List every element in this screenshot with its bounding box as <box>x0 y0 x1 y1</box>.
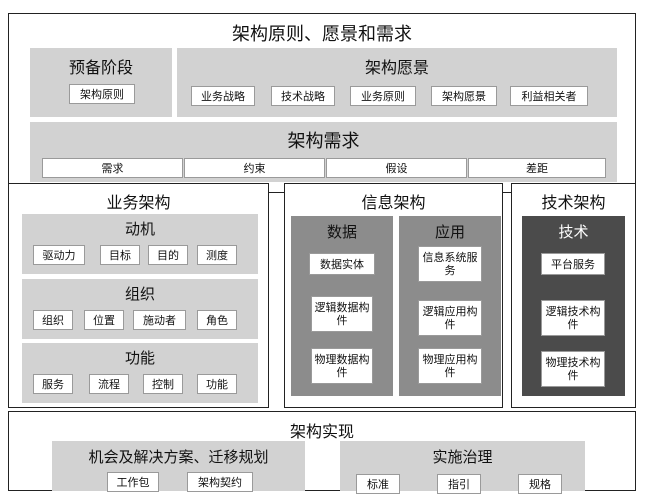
item-physical-data-component: 物理数据构件 <box>311 348 373 384</box>
application-panel: 应用 信息系统服务 逻辑应用构件 物理应用构件 <box>399 216 501 396</box>
technology-panel: 技术 平台服务 逻辑技术构件 物理技术构件 <box>522 216 625 396</box>
implementation-governance-panel: 实施治理 标准 指引 规格 <box>340 441 585 494</box>
technology-title: 技术 <box>558 223 589 241</box>
opportunities-migration-panel: 机会及解决方案、迁移规划 工作包 架构契约 <box>52 441 305 492</box>
item-business-principles: 业务原则 <box>350 86 416 106</box>
data-title: 数据 <box>326 223 357 241</box>
item-location: 位置 <box>84 310 124 330</box>
motivation-panel: 动机 驱动力 目标 目的 测度 <box>22 214 258 274</box>
function-panel: 功能 服务 流程 控制 功能 <box>22 343 258 403</box>
implementation-governance-title: 实施治理 <box>432 448 493 466</box>
item-standards: 标准 <box>356 474 400 494</box>
item-logical-data-component: 逻辑数据构件 <box>311 296 373 332</box>
item-functions: 功能 <box>197 374 237 394</box>
item-stakeholders: 利益相关者 <box>510 86 588 106</box>
function-title: 功能 <box>124 349 155 367</box>
item-architecture-vision: 架构愿景 <box>431 86 497 106</box>
item-requirements: 需求 <box>42 158 183 178</box>
application-title: 应用 <box>434 223 465 241</box>
item-processes: 流程 <box>89 374 129 394</box>
item-architecture-principles: 架构原则 <box>69 84 135 104</box>
item-gaps: 差距 <box>468 158 606 178</box>
item-physical-application-component: 物理应用构件 <box>418 348 482 384</box>
item-business-strategy: 业务战略 <box>191 86 255 106</box>
technology-architecture-title: 技术架构 <box>541 193 606 212</box>
information-architecture-title: 信息架构 <box>361 193 426 212</box>
preliminary-title: 预备阶段 <box>68 58 133 77</box>
item-specifications: 规格 <box>518 474 562 494</box>
item-platform-services: 平台服务 <box>541 253 605 275</box>
item-constraints: 约束 <box>184 158 325 178</box>
item-services: 服务 <box>33 374 73 394</box>
item-work-packages: 工作包 <box>107 472 159 492</box>
item-guidelines: 指引 <box>437 474 481 494</box>
item-goals: 目标 <box>100 245 140 265</box>
requirements-panel: 架构需求 需求 约束 假设 差距 <box>30 122 617 182</box>
item-architecture-contracts: 架构契约 <box>187 472 253 492</box>
item-technology-strategy: 技术战略 <box>271 86 335 106</box>
item-roles: 角色 <box>197 310 237 330</box>
vision-title: 架构愿景 <box>364 58 429 77</box>
requirements-title: 架构需求 <box>287 131 360 152</box>
data-panel: 数据 数据实体 逻辑数据构件 物理数据构件 <box>291 216 393 396</box>
item-physical-technology-component: 物理技术构件 <box>541 351 605 387</box>
item-logical-technology-component: 逻辑技术构件 <box>541 300 605 336</box>
item-actors: 施动者 <box>133 310 186 330</box>
realization-title: 架构实现 <box>289 422 354 441</box>
item-assumptions: 假设 <box>326 158 467 178</box>
item-measures: 测度 <box>197 245 237 265</box>
item-logical-application-component: 逻辑应用构件 <box>418 300 482 336</box>
item-controls: 控制 <box>143 374 183 394</box>
item-organization: 组织 <box>33 310 73 330</box>
item-information-system-service: 信息系统服务 <box>418 246 482 282</box>
business-architecture-title: 业务架构 <box>106 193 171 212</box>
item-objectives: 目的 <box>148 245 188 265</box>
section-title: 架构原则、愿景和需求 <box>232 24 412 45</box>
vision-panel: 架构愿景 业务战略 技术战略 业务原则 架构愿景 利益相关者 <box>177 48 617 117</box>
item-data-entity: 数据实体 <box>309 253 375 275</box>
opportunities-migration-title: 机会及解决方案、迁移规划 <box>88 448 269 466</box>
preliminary-panel: 预备阶段 架构原则 <box>30 48 172 117</box>
motivation-title: 动机 <box>124 220 155 238</box>
organization-title: 组织 <box>124 285 155 303</box>
item-drivers: 驱动力 <box>33 245 85 265</box>
organization-panel: 组织 组织 位置 施动者 角色 <box>22 279 258 339</box>
